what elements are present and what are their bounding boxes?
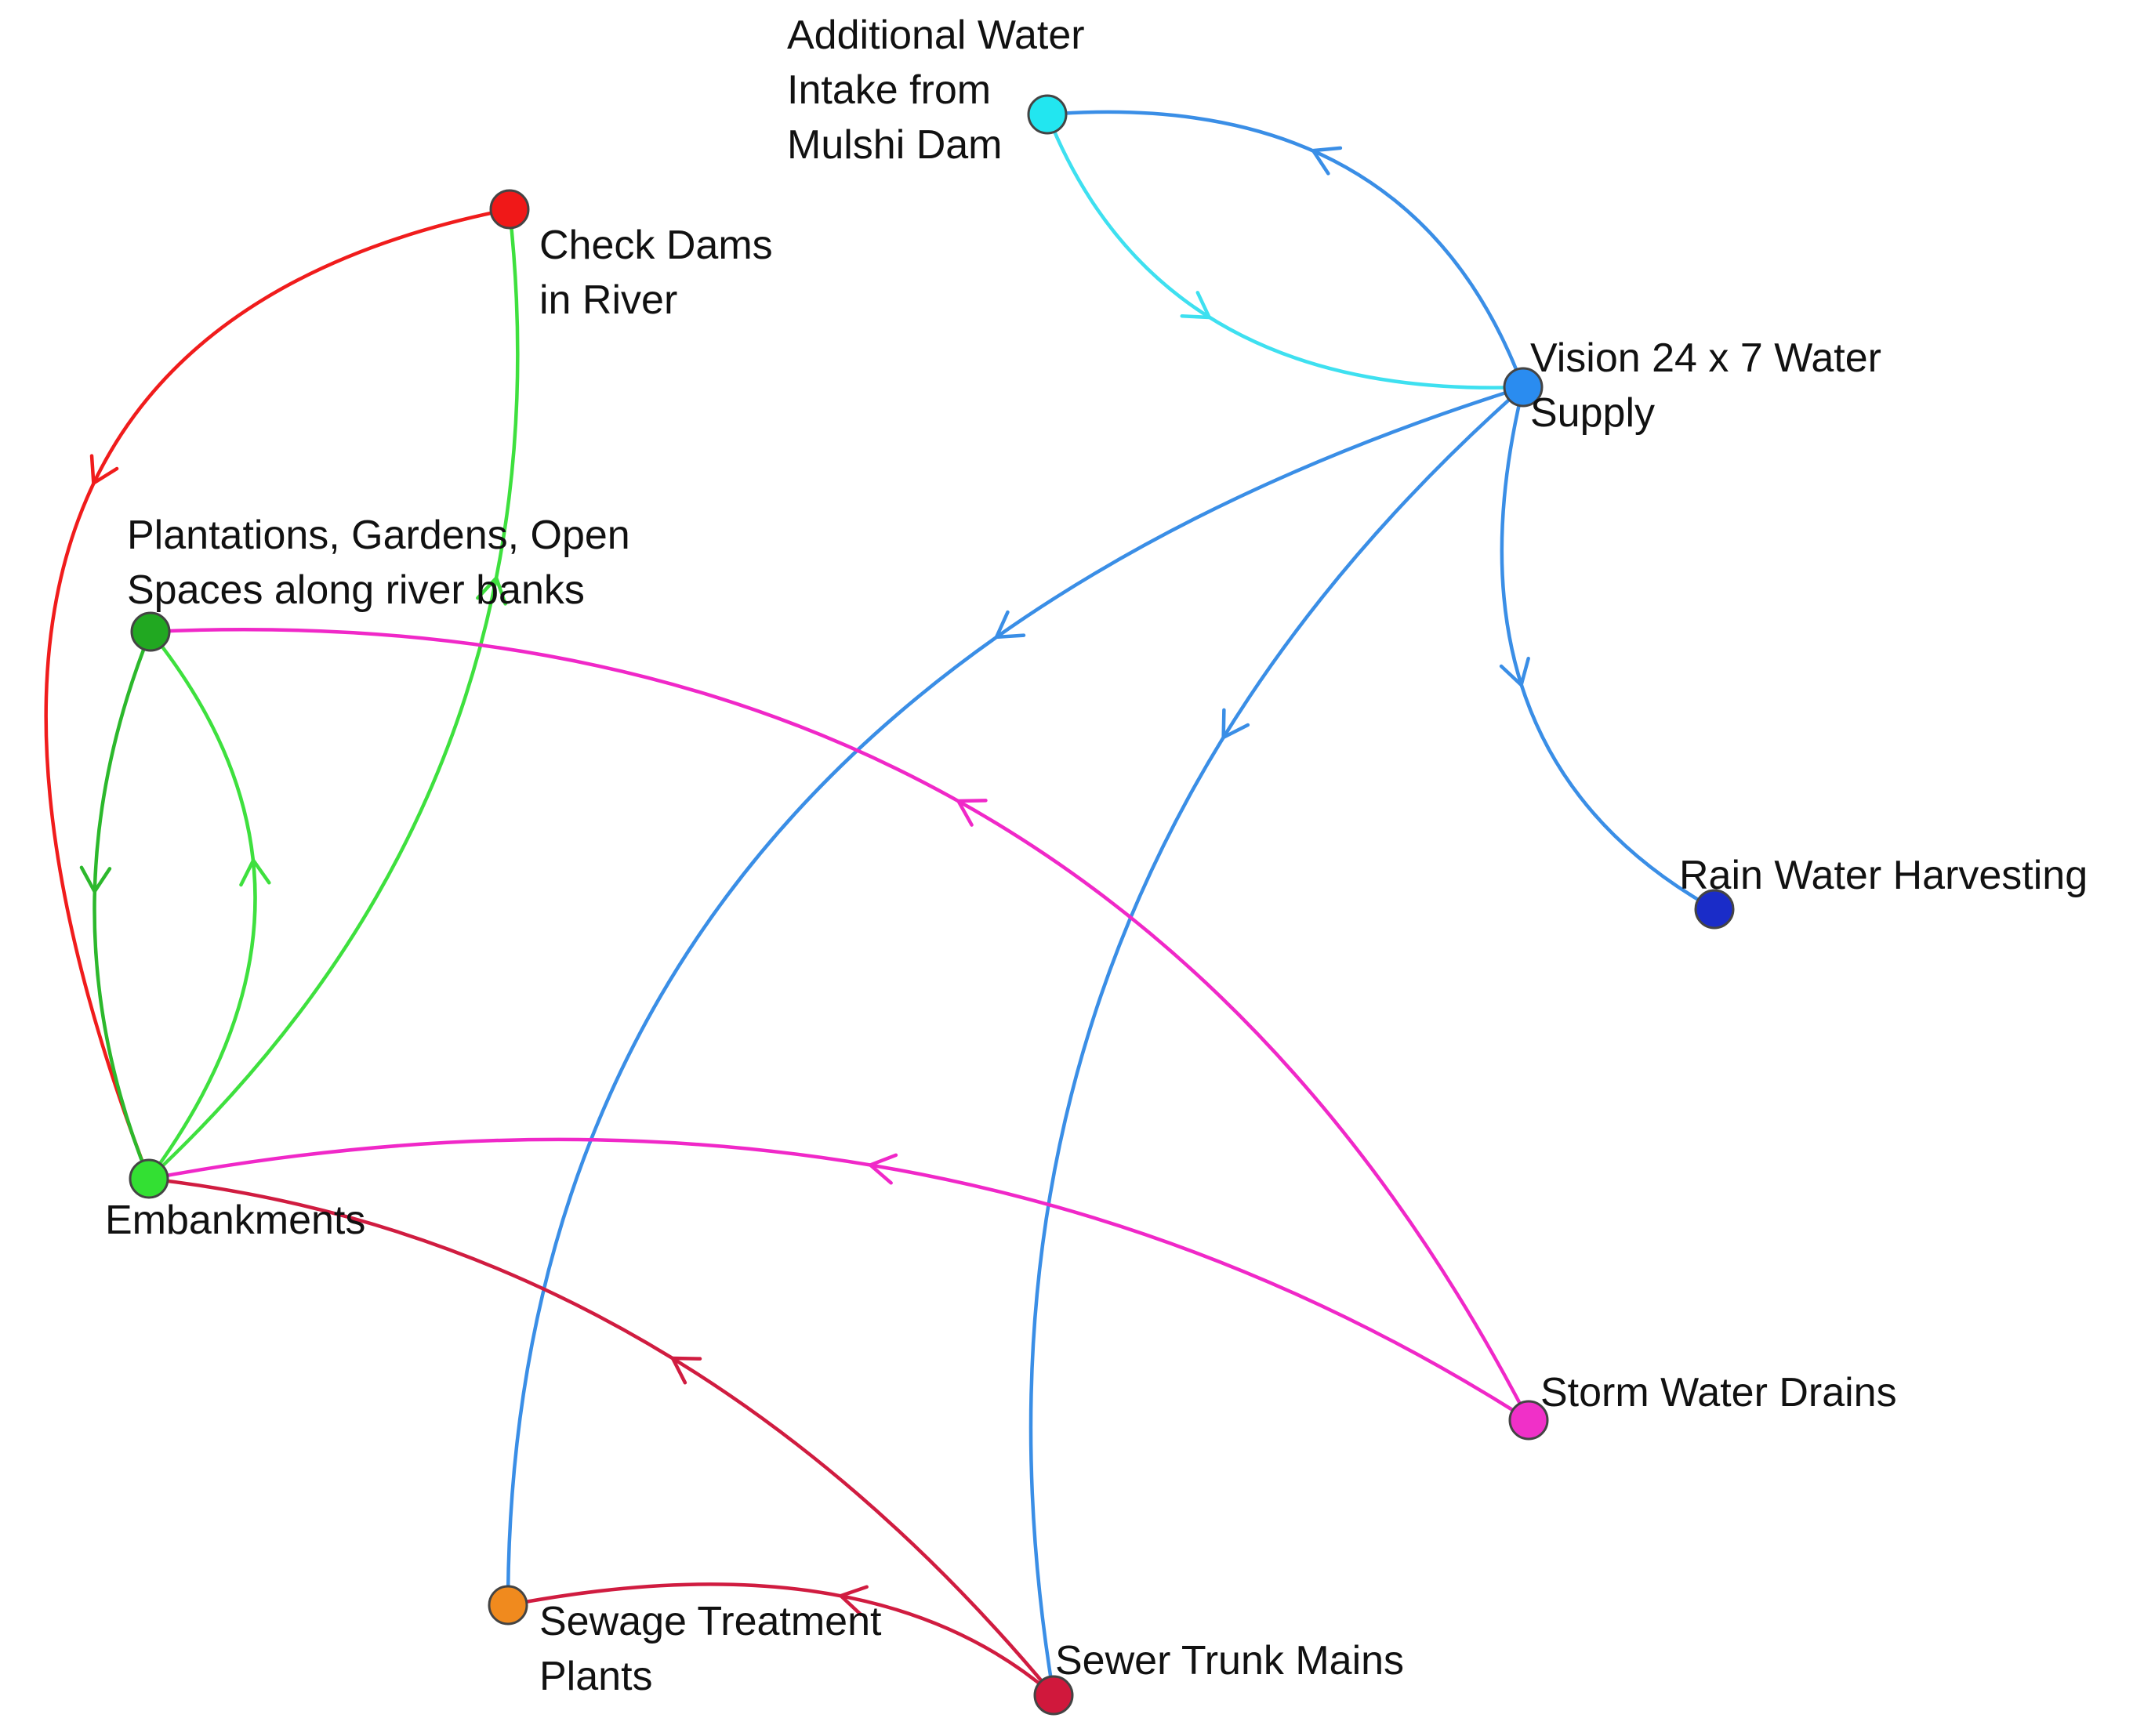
edge-line: [148, 628, 1531, 1423]
node-label-line: Sewer Trunk Mains: [1055, 1638, 1404, 1683]
node-label-line: Mulshi Dam: [787, 122, 1003, 168]
node-label-line: Additional Water: [787, 13, 1085, 58]
edge-arrow-icon: [994, 610, 1026, 640]
node-label-line: Plantations, Gardens, Open: [127, 513, 630, 558]
node-vision: [1503, 367, 1544, 408]
edge-arrow-icon: [1499, 656, 1530, 687]
edge-vision-to-stp: [506, 385, 1525, 1607]
edge-vision-to-mulshi: [1045, 110, 1525, 390]
edge-arrow-icon: [79, 865, 112, 893]
node-label-line: Vision 24 x 7 Water: [1530, 335, 1881, 381]
node-sewer: [1033, 1675, 1074, 1716]
edge-arrow-icon: [476, 576, 507, 606]
node-label-line: Supply: [1530, 390, 1655, 436]
edge-line: [147, 1137, 1531, 1423]
edge-arrow-icon: [1180, 291, 1211, 320]
node-label-line: in River: [539, 277, 677, 323]
node-label-storm: Storm Water Drains: [1540, 1370, 1897, 1415]
edge-line: [1045, 110, 1525, 390]
node-plantations: [130, 611, 171, 652]
node-label-line: Storm Water Drains: [1540, 1370, 1897, 1415]
nodes-layer: [129, 94, 1735, 1716]
edge-line: [1045, 112, 1525, 390]
edge-mulshi-to-vision: [1045, 112, 1525, 390]
edge-embankments-to-plantations: [147, 629, 271, 1181]
edge-line: [147, 207, 520, 1181]
node-label-line: Check Dams: [539, 223, 773, 268]
edge-line: [506, 1582, 1056, 1698]
node-label-rwh: Rain Water Harvesting: [1679, 853, 2088, 898]
edge-plantations-to-embankments: [79, 629, 153, 1181]
node-label-checkdams: Check Dams in River: [539, 223, 773, 323]
node-label-line: Embankments: [105, 1198, 365, 1243]
node-label-sewer: Sewer Trunk Mains: [1055, 1638, 1404, 1683]
edge-sewer-to-stp: [506, 1582, 1056, 1698]
node-label-line: Plants: [539, 1654, 653, 1699]
node-label-line: Rain Water Harvesting: [1679, 853, 2088, 898]
edge-line: [1500, 385, 1717, 911]
edge-sewer-to-embankments: [147, 1176, 1056, 1698]
edge-arrow-icon: [839, 1585, 869, 1617]
edge-checkdams-to-embankments: [44, 207, 512, 1181]
edge-arrow-icon: [956, 799, 988, 827]
node-label-line: Sewage Treatment: [539, 1599, 882, 1644]
node-label-embankments: Embankments: [105, 1198, 365, 1243]
edges-layer: [44, 110, 1717, 1698]
edge-storm-to-plantations: [148, 628, 1531, 1423]
node-mulshi: [1027, 94, 1068, 135]
node-rwh: [1694, 889, 1735, 930]
node-storm: [1508, 1400, 1549, 1441]
edge-line: [1028, 385, 1525, 1698]
edge-line: [44, 207, 512, 1181]
edge-vision-to-sewer: [1028, 385, 1525, 1698]
node-stp: [488, 1585, 528, 1625]
edge-arrow-icon: [1311, 146, 1343, 176]
node-label-line: Intake from: [787, 67, 991, 113]
node-embankments: [129, 1158, 169, 1199]
node-label-line: Spaces along river banks: [127, 567, 585, 613]
node-checkdams: [489, 189, 530, 230]
edge-arrow-icon: [1221, 708, 1250, 740]
edge-line: [147, 629, 257, 1181]
edge-arrow-icon: [239, 858, 271, 887]
edge-line: [147, 1176, 1056, 1698]
edge-arrow-icon: [89, 454, 119, 485]
edge-arrow-icon: [670, 1356, 702, 1385]
edge-line: [506, 385, 1525, 1607]
edge-storm-to-embankments: [147, 1137, 1531, 1423]
edge-arrow-icon: [868, 1153, 898, 1185]
edge-vision-to-rwh: [1499, 385, 1717, 911]
edge-embankments-to-checkdams: [147, 207, 520, 1181]
edge-line: [93, 629, 153, 1181]
